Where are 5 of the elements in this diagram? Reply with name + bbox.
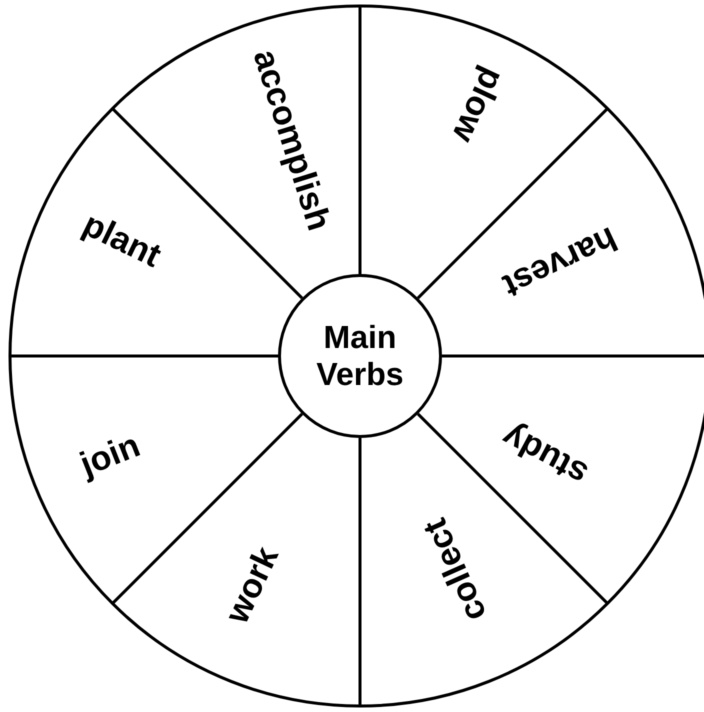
sector-label: study	[497, 418, 593, 492]
sector-label: plant	[78, 206, 166, 274]
sector-label: join	[76, 428, 144, 482]
sector-label: plow	[446, 62, 510, 148]
sector-label: work	[220, 542, 284, 628]
